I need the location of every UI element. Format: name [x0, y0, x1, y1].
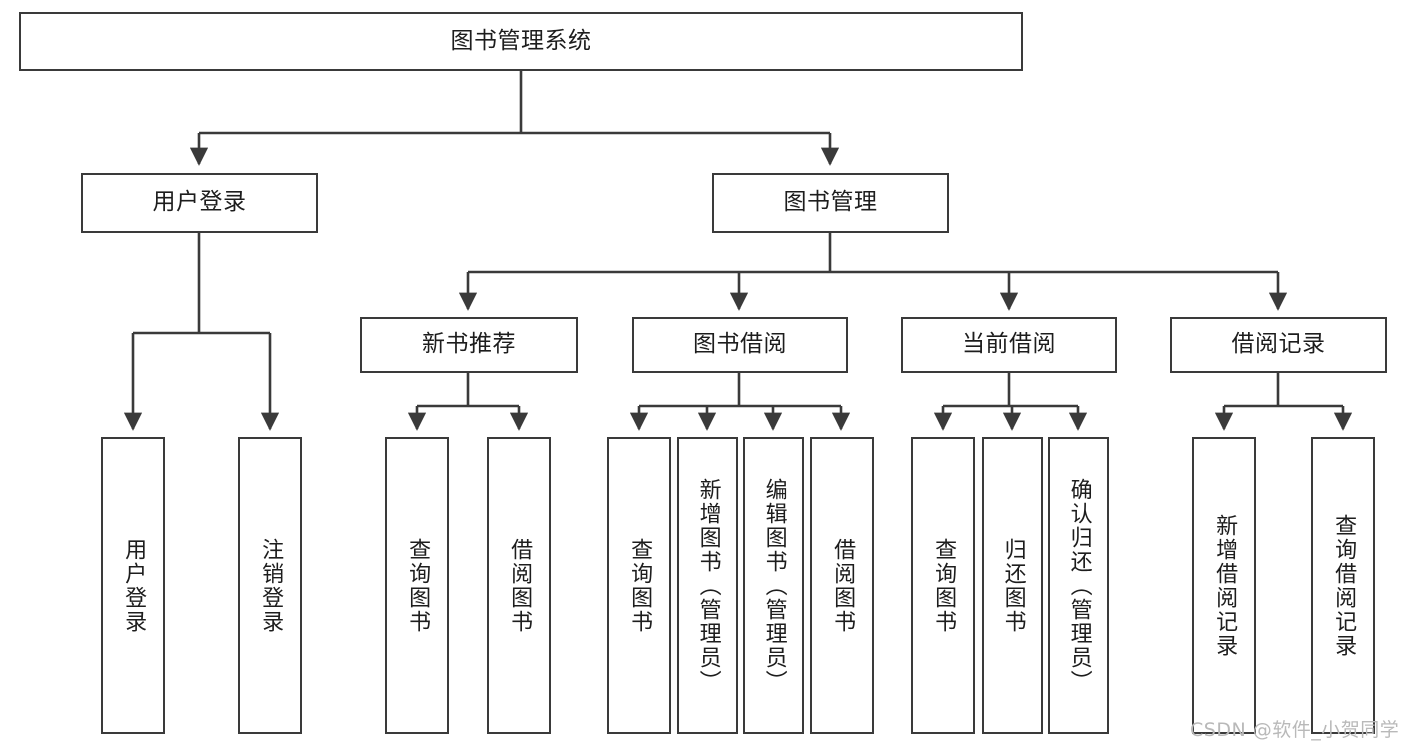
- node-new-book-recommend[interactable]: 新书推荐: [360, 317, 578, 373]
- node-label: 借阅记录: [1231, 331, 1326, 358]
- node-current-borrow[interactable]: 当前借阅: [901, 317, 1117, 373]
- csdn-watermark: CSDN @软件_小贺同学: [1190, 715, 1399, 742]
- node-leaf-borrow-record-add[interactable]: 新增借阅记录: [1192, 437, 1256, 734]
- node-leaf-book-borrow-query[interactable]: 查询图书: [607, 437, 671, 734]
- node-label: 用户登录: [152, 189, 247, 216]
- node-label: 图书借阅: [693, 331, 787, 358]
- node-user-login[interactable]: 用户登录: [81, 173, 318, 233]
- node-leaf-borrow-record-query[interactable]: 查询借阅记录: [1311, 437, 1375, 734]
- node-label: 新书推荐: [422, 331, 516, 358]
- node-leaf-current-borrow-return[interactable]: 归还图书: [982, 437, 1043, 734]
- node-label: 查询借阅记录: [1331, 513, 1357, 658]
- node-leaf-book-borrow-borrow[interactable]: 借阅图书: [810, 437, 874, 734]
- node-label: 新增图书（管理员）: [695, 477, 721, 694]
- node-leaf-book-borrow-edit[interactable]: 编辑图书（管理员）: [743, 437, 804, 734]
- node-leaf-user-login-signout[interactable]: 注销登录: [238, 437, 302, 734]
- node-leaf-new-book-borrow[interactable]: 借阅图书: [487, 437, 551, 734]
- watermark-text: CSDN @软件_小贺同学: [1190, 719, 1400, 741]
- node-label: 查询图书: [931, 537, 957, 634]
- node-label: 查询图书: [405, 537, 431, 634]
- node-book-management[interactable]: 图书管理: [712, 173, 949, 233]
- node-label: 编辑图书（管理员）: [761, 477, 787, 694]
- node-label: 查询图书: [627, 537, 653, 634]
- node-leaf-user-login-signin[interactable]: 用户登录: [101, 437, 165, 734]
- node-root-book-management-system[interactable]: 图书管理系统: [19, 12, 1023, 71]
- node-leaf-new-book-query[interactable]: 查询图书: [385, 437, 449, 734]
- node-leaf-current-borrow-query[interactable]: 查询图书: [911, 437, 975, 734]
- node-label: 借阅图书: [507, 537, 533, 634]
- node-label: 图书管理系统: [450, 27, 592, 54]
- node-leaf-current-borrow-confirm-return[interactable]: 确认归还（管理员）: [1048, 437, 1109, 734]
- node-label: 用户登录: [121, 537, 147, 634]
- node-label: 确认归还（管理员）: [1066, 477, 1092, 694]
- node-label: 当前借阅: [962, 331, 1056, 358]
- node-label: 新增借阅记录: [1212, 513, 1238, 658]
- node-label: 借阅图书: [830, 537, 856, 634]
- node-book-borrow[interactable]: 图书借阅: [632, 317, 848, 373]
- node-label: 图书管理: [783, 189, 878, 216]
- node-label: 归还图书: [1000, 537, 1026, 634]
- node-label: 注销登录: [258, 537, 284, 634]
- node-borrow-record[interactable]: 借阅记录: [1170, 317, 1387, 373]
- node-leaf-book-borrow-add[interactable]: 新增图书（管理员）: [677, 437, 738, 734]
